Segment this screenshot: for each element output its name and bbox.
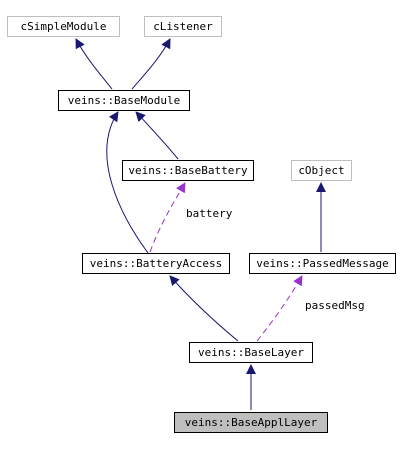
node-clistener[interactable]: cListener	[144, 16, 222, 37]
edge-baselayer-to-batteryaccess	[169, 275, 239, 342]
edge-baselayer-uses-passedmessage	[256, 275, 303, 342]
edge-basemodule-to-clistener	[131, 38, 171, 90]
edge-label-battery: battery	[186, 207, 233, 220]
edge-label-passedmsg: passedMsg	[305, 299, 365, 312]
node-cobject[interactable]: cObject	[291, 160, 352, 181]
edge-basemodule-to-csimplemodule	[75, 38, 113, 90]
node-baseapplayer[interactable]: veins::BaseApplLayer	[174, 412, 328, 433]
edge-batteryaccess-to-basemodule	[106, 111, 149, 254]
node-passedmessage[interactable]: veins::PassedMessage	[249, 253, 396, 274]
node-basebattery[interactable]: veins::BaseBattery	[122, 160, 254, 181]
edge-basebattery-to-basemodule	[135, 111, 179, 160]
node-baselayer[interactable]: veins::BaseLayer	[189, 342, 313, 363]
node-batteryaccess[interactable]: veins::BatteryAccess	[82, 253, 230, 274]
node-basemodule[interactable]: veins::BaseModule	[58, 90, 190, 111]
edge-batteryaccess-uses-basebattery	[149, 182, 186, 253]
node-csimplemodule[interactable]: cSimpleModule	[7, 16, 120, 37]
